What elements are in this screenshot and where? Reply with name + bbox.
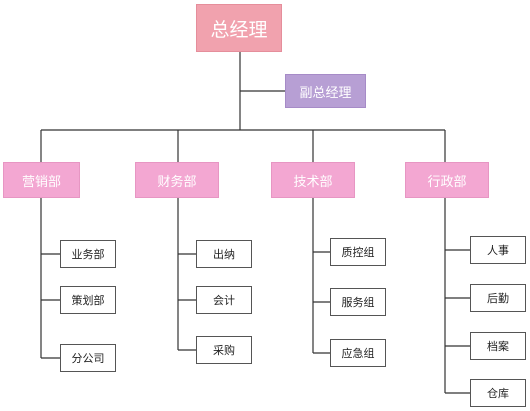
node-unit-service: 服务组 (330, 288, 386, 316)
node-unit-planning: 策划部 (60, 286, 116, 314)
node-unit-hr: 人事 (470, 236, 526, 264)
node-unit-business: 业务部 (60, 240, 116, 268)
node-unit-quality-control: 质控组 (330, 238, 386, 266)
node-unit-branch: 分公司 (60, 344, 116, 372)
node-deputy-general-manager: 副总经理 (285, 74, 366, 108)
node-unit-warehouse: 仓库 (470, 379, 526, 407)
node-dept-administration: 行政部 (405, 162, 489, 198)
node-general-manager: 总经理 (196, 4, 282, 52)
node-unit-logistics: 后勤 (470, 284, 526, 312)
node-unit-accounting: 会计 (196, 286, 252, 314)
node-dept-finance: 财务部 (135, 162, 219, 198)
node-dept-technology: 技术部 (271, 162, 355, 198)
node-unit-emergency: 应急组 (330, 339, 386, 367)
node-unit-purchasing: 采购 (196, 336, 252, 364)
node-dept-marketing: 营销部 (3, 162, 80, 198)
node-unit-archives: 档案 (470, 332, 526, 360)
node-unit-cashier: 出纳 (196, 240, 252, 268)
